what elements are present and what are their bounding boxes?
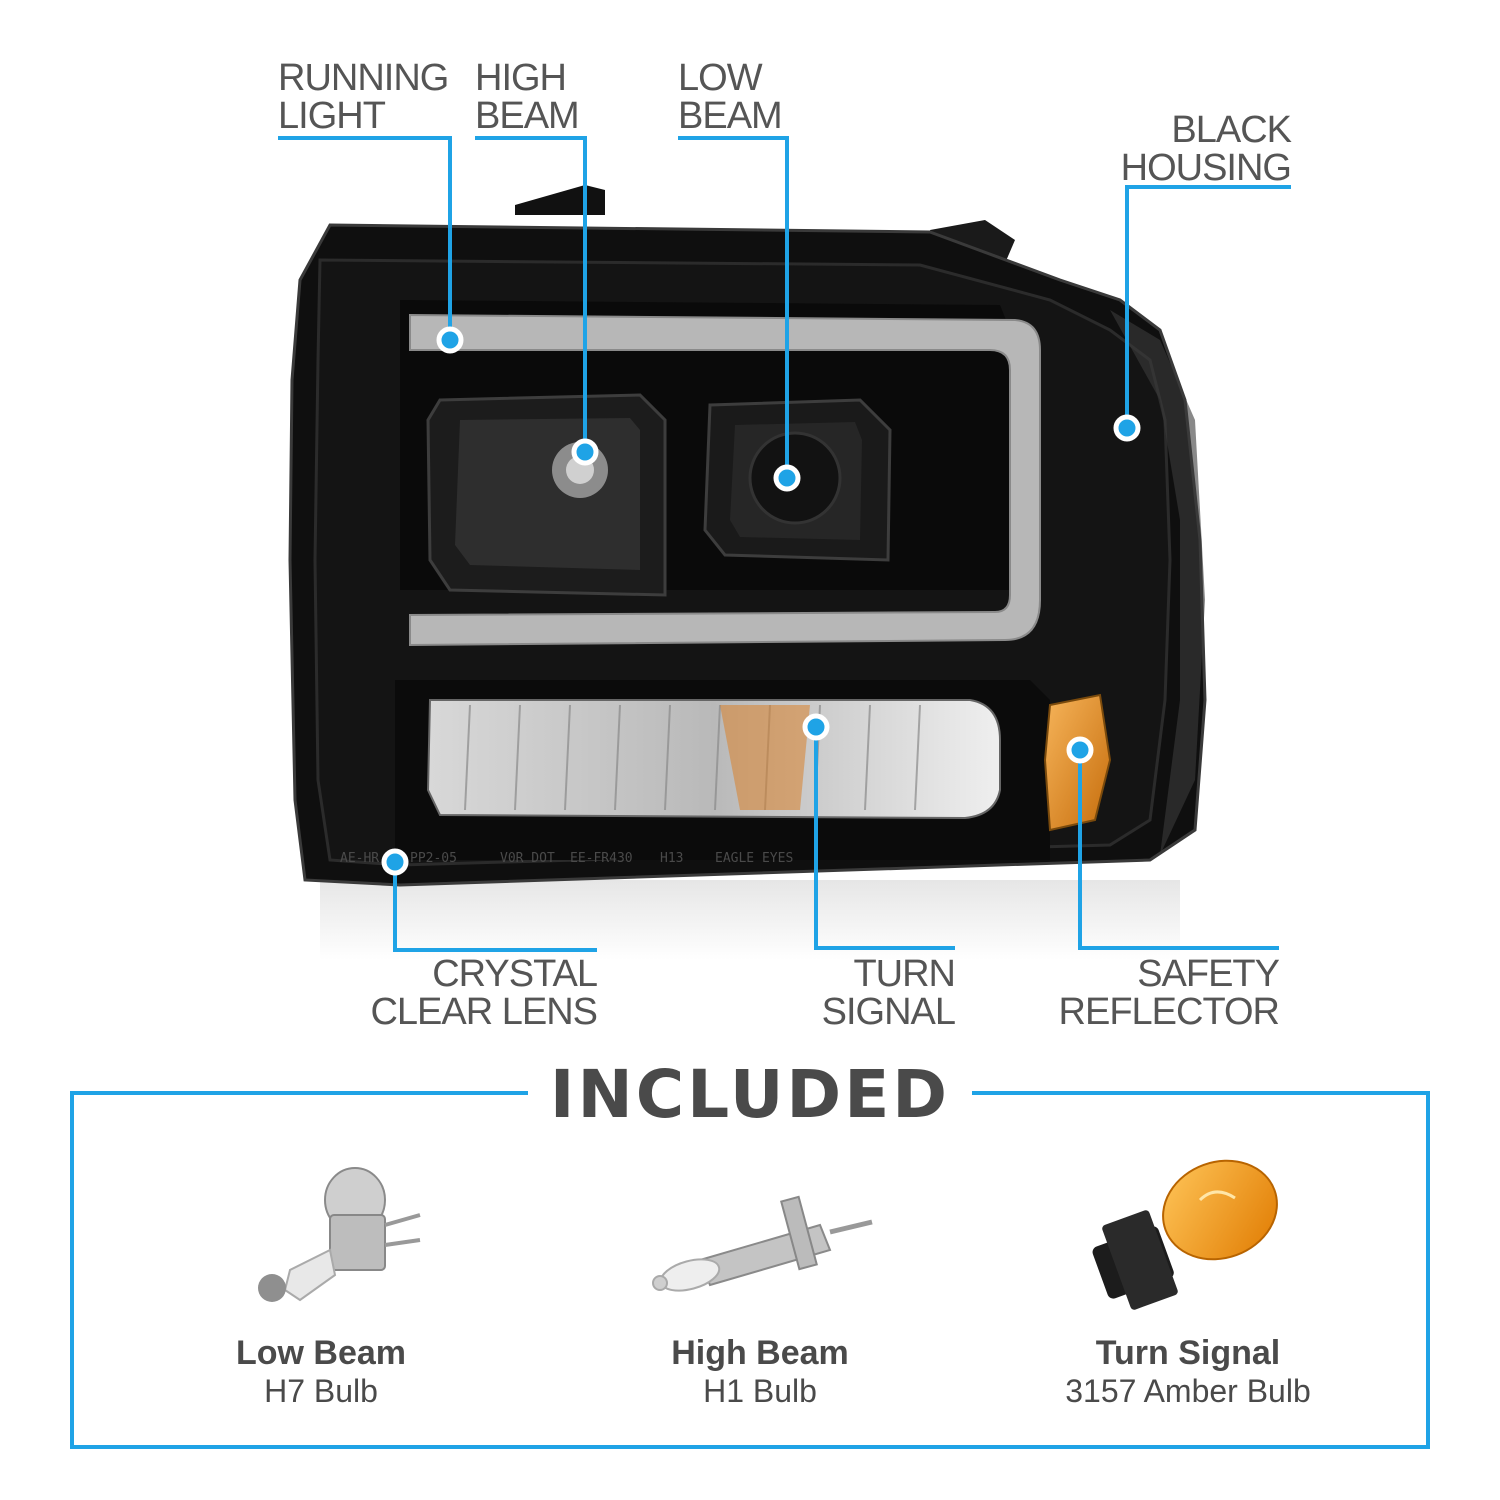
3157-amber-bulb-icon (1092, 1159, 1278, 1310)
callout-low-beam: LOW BEAM (678, 57, 783, 137)
callout-dot-icon (773, 464, 801, 492)
callout-line-1: TURN (853, 953, 956, 995)
callout-line-2: SIGNAL (821, 991, 956, 1033)
callout-line-1: CRYSTAL (432, 953, 598, 995)
callout-dot-icon (1066, 736, 1094, 764)
included-item-low-beam: Low Beam H7 Bulb (121, 1334, 521, 1410)
included-item-high-beam: High Beam H1 Bulb (560, 1334, 960, 1410)
callout-lines (278, 136, 1291, 952)
h7-bulb-icon (258, 1167, 421, 1302)
lens-marking: V0R DOT (500, 851, 555, 866)
callout-line-2: REFLECTOR (1058, 991, 1280, 1033)
included-title: INCLUDED (0, 1056, 1500, 1133)
callout-dot-icon (381, 848, 409, 876)
callout-black-housing: BLACK HOUSING (1120, 109, 1292, 189)
callout-line-2: CLEAR LENS (370, 991, 598, 1033)
lens-marking: EAGLE EYES (715, 851, 793, 866)
included-item-name: Low Beam (235, 1334, 407, 1372)
lens-marking: PP2-05 (410, 851, 457, 866)
included-item-turn-signal: Turn Signal 3157 Amber Bulb (988, 1334, 1388, 1410)
callout-high-beam: HIGH BEAM (475, 57, 580, 137)
included-item-name: High Beam (671, 1334, 849, 1372)
callout-dot-icon (436, 326, 464, 354)
lens-marking: AE-HR (340, 851, 379, 866)
callout-line-2: BEAM (678, 95, 783, 137)
included-item-desc: H7 Bulb (264, 1373, 378, 1409)
callout-safety-reflector: SAFETY REFLECTOR (1058, 953, 1280, 1033)
callout-crystal-clear-lens: CRYSTAL CLEAR LENS (370, 953, 598, 1033)
included-item-desc: H1 Bulb (703, 1373, 817, 1409)
callout-dot-icon (1113, 414, 1141, 442)
included-item-desc: 3157 Amber Bulb (1065, 1373, 1311, 1409)
included-frame (70, 1091, 1430, 1449)
callout-running-light: RUNNING LIGHT (278, 57, 449, 137)
callout-line-1: HIGH (475, 57, 567, 99)
lens-marking: EE-FR430 (570, 851, 633, 866)
h1-bulb-icon (652, 1195, 873, 1292)
included-item-name: Turn Signal (1095, 1334, 1281, 1372)
callout-turn-signal: TURN SIGNAL (821, 953, 956, 1033)
callout-dot-icon (802, 713, 830, 741)
callout-line-1: BLACK (1171, 109, 1292, 151)
callout-line-1: RUNNING (278, 57, 449, 99)
lens-marking: H13 (660, 851, 683, 866)
headlight-assembly-image: AE-HR PP2-05 V0R DOT EE-FR430 H13 EAGLE … (288, 185, 1207, 960)
callout-line-1: SAFETY (1137, 953, 1280, 995)
callout-line-1: LOW (678, 57, 763, 99)
callout-dot-icon (571, 438, 599, 466)
callout-line-2: HOUSING (1120, 147, 1292, 189)
callout-line-2: LIGHT (278, 95, 386, 137)
callout-line-2: BEAM (475, 95, 580, 137)
included-title-text: INCLUDED (527, 1056, 973, 1133)
